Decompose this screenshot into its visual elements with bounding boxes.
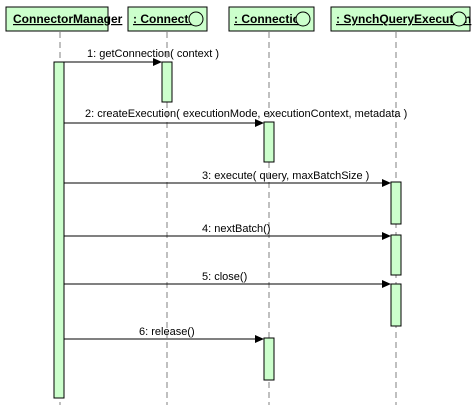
activation-synch-query-execution-2 xyxy=(390,234,402,276)
entity-icon xyxy=(451,11,467,27)
arrow-head xyxy=(382,280,391,288)
message-create-execution: 2: createExecution( executionMode, execu… xyxy=(64,108,407,127)
activation-synch-query-execution-3 xyxy=(390,283,402,327)
message-label: 3: execute( query, maxBatchSize ) xyxy=(202,170,369,182)
message-release: 6: release() xyxy=(64,326,264,343)
entity-icon xyxy=(188,11,204,27)
arrow-head xyxy=(255,335,264,343)
lifeline-header-connector-manager: ConnectorManager xyxy=(5,6,123,32)
activation-connection-2 xyxy=(263,337,275,381)
lifeline-title-connection: : Connection xyxy=(234,12,307,26)
activation-synch-query-execution-1 xyxy=(390,181,402,225)
arrow-head xyxy=(382,232,391,240)
lifeline-title-connector: : Connector xyxy=(133,12,201,26)
activation-connector-manager xyxy=(53,61,65,399)
activation-connector xyxy=(161,61,173,103)
lifeline-header-synch-query-execution: : SynchQueryExecution xyxy=(330,6,471,32)
activation-connection-1 xyxy=(263,121,275,163)
arrow-head xyxy=(255,119,264,127)
message-next-batch: 4: nextBatch() xyxy=(64,223,391,240)
message-execute: 3: execute( query, maxBatchSize ) xyxy=(64,170,391,187)
lifeline-header-connector: : Connector xyxy=(127,6,208,32)
arrow-head xyxy=(382,179,391,187)
lifeline-header-connection: : Connection xyxy=(228,6,315,32)
message-label: 4: nextBatch() xyxy=(202,223,270,235)
entity-icon xyxy=(295,11,311,27)
lifeline-title-connector-manager: ConnectorManager xyxy=(13,12,123,26)
arrow-head xyxy=(153,58,162,66)
message-label: 1: getConnection( context ) xyxy=(87,48,219,60)
message-get-connection: 1: getConnection( context ) xyxy=(64,48,219,66)
message-close: 5: close() xyxy=(64,271,391,288)
message-label: 5: close() xyxy=(202,271,247,283)
message-label: 2: createExecution( executionMode, execu… xyxy=(85,108,407,120)
message-label: 6: release() xyxy=(139,326,195,338)
lifeline-title-synch-query-execution: : SynchQueryExecution xyxy=(336,12,471,26)
